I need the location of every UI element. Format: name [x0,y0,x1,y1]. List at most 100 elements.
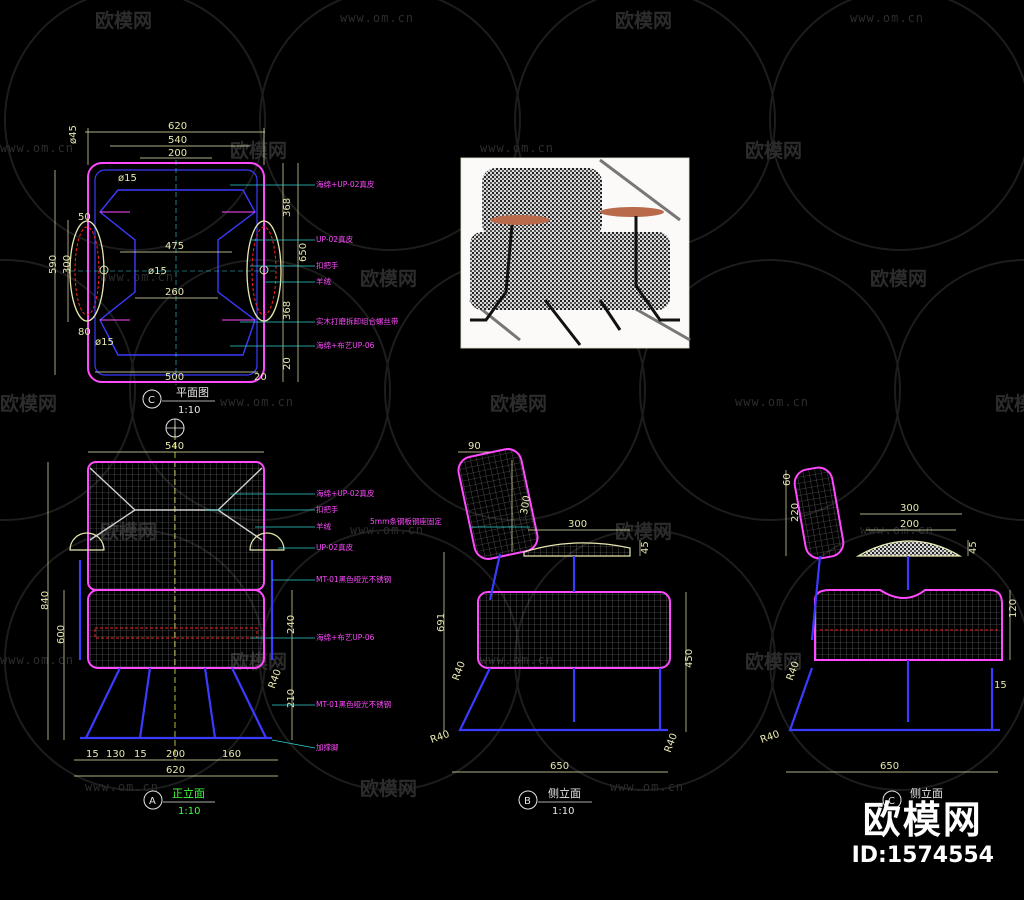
annotation-label: 羊绒 [316,521,331,531]
dim-label: 260 [165,287,184,298]
front-dimensions: 540 840 600 240 210 15 130 15 200 160 62… [40,441,297,776]
dim-label: 650 [880,761,899,772]
plan-annotations: 海绵+UP-02真皮 UP-02真皮 扣把手 羊绒 实木打磨拆卸组合螺丝带 海绵… [316,179,399,350]
dim-label: 300 [568,519,587,530]
plan-dimensions: ø45 620 540 200 ø15 50 475 590 300 ø15 2… [48,121,309,383]
view-marker: C [888,796,895,807]
view-title: 正立面 [172,786,205,800]
dim-label: 650 [550,761,569,772]
annotation-label: 羊绒 [316,276,331,286]
watermark-url: www.om.cn [850,11,924,25]
dim-label: 840 [40,591,51,610]
side-b-title-block: B 侧立面 1:10 [518,786,592,817]
front-backrest [87,461,265,591]
dim-label: R40 [429,729,451,746]
watermark-url: www.om.cn [0,141,74,155]
annotation-label: 实木打磨拆卸组合螺丝带 [316,316,399,326]
dim-label: 475 [165,241,184,252]
plan-armrest-right [246,220,282,322]
watermark-brand: 欧模网 [360,267,417,290]
side-c-armrest [855,540,963,557]
side-b-armrest [523,542,631,557]
dim-label: 691 [436,613,447,632]
view-scale: 1:10 [178,405,200,416]
view-marker: C [148,395,155,406]
dim-label: 368 [282,301,293,320]
chair-photo [460,157,691,349]
dim-label: 600 [56,625,67,644]
dim-label: 80 [78,327,91,338]
dim-label: R40 [451,660,468,682]
annotation-label: UP-02真皮 [316,542,354,552]
dim-label: 130 [106,749,125,760]
annotation-label: MT-01黑色哑光不锈钢 [316,574,391,584]
side-c-frame [788,555,1000,732]
dim-label: 590 [48,255,59,274]
annotation-label: 海绵+布艺UP-06 [316,340,375,350]
view-marker: A [149,796,156,807]
dim-label: 50 [78,212,91,223]
watermark-brand: 欧模网 [95,9,152,32]
side-b-frame [458,553,668,732]
dim-label: 60 [782,473,793,486]
side-c-title-block: C 侧立面 [882,786,943,810]
dim-label: ø15 [148,266,167,277]
photo-armrest-left [490,215,550,225]
watermark-url: www.om.cn [350,523,424,537]
dim-label: 15 [994,680,1007,691]
plan-view: ø45 620 540 200 ø15 50 475 590 300 ø15 2… [48,121,399,416]
watermark-url: www.om.cn [480,141,554,155]
dim-label: 540 [168,135,187,146]
dim-label: 90 [468,441,481,452]
annotation-label: 加撑脚 [316,742,339,752]
annotation-label: 5mm条钢板钢座固定 [370,516,442,526]
side-view-c: 60 220 300 200 45 120 15 R40 R40 650 C 侧… [759,466,1019,810]
dim-label: 200 [900,519,919,530]
watermark-brand: 欧模网 [995,392,1024,415]
dim-label: 15 [86,749,99,760]
dim-label: 620 [168,121,187,132]
watermark-brand: 欧模网 [0,392,57,415]
dim-label: 450 [684,649,695,668]
annotation-label: 海绵+布艺UP-06 [316,632,375,642]
watermark-url: www.om.cn [85,780,159,794]
front-seat [87,589,265,669]
dim-label: 650 [298,243,309,262]
dim-label: ø15 [95,337,114,348]
dim-label: 300 [519,495,533,516]
watermark-brand: 欧模网 [230,139,287,162]
badge-logo: 欧模网 [862,798,983,842]
photo-backrest [482,168,602,238]
side-c-seat [814,589,1003,661]
dim-label: 240 [286,615,297,634]
annotation-label: 海绵+UP-02真皮 [316,488,375,498]
dim-label: 540 [165,441,184,452]
dim-label: 200 [166,749,185,760]
annotation-label: UP-02真皮 [316,234,354,244]
side-b-seat [477,591,671,669]
watermark-brand: 欧模网 [615,9,672,32]
photo-seat [470,232,670,310]
front-armrest-left [69,532,105,551]
annotation-label: 海绵+UP-02真皮 [316,179,375,189]
front-leader-lines [205,493,316,749]
watermark-url: www.om.cn [610,780,684,794]
watermark-brand: 欧模网 [745,139,802,162]
front-title-block: A 正立面 1:10 [143,786,215,817]
dim-label: 15 [134,749,147,760]
dim-label: ø45 [68,125,79,144]
view-title: 侧立面 [548,786,581,800]
dim-label: 20 [254,372,267,383]
side-c-backrest [793,466,845,560]
dim-label: 45 [968,541,979,554]
dim-label: 20 [282,357,293,370]
annotation-label: MT-01黑色哑光不锈钢 [316,699,391,709]
watermark-brand: 欧模网 [870,267,927,290]
dim-label: 300 [900,503,919,514]
badge-id: ID:1574554 [851,843,994,868]
plan-leader-lines [230,184,315,347]
dim-label: 200 [168,148,187,159]
watermark-url: www.om.cn [100,270,174,284]
watermark-url: www.om.cn [220,395,294,409]
